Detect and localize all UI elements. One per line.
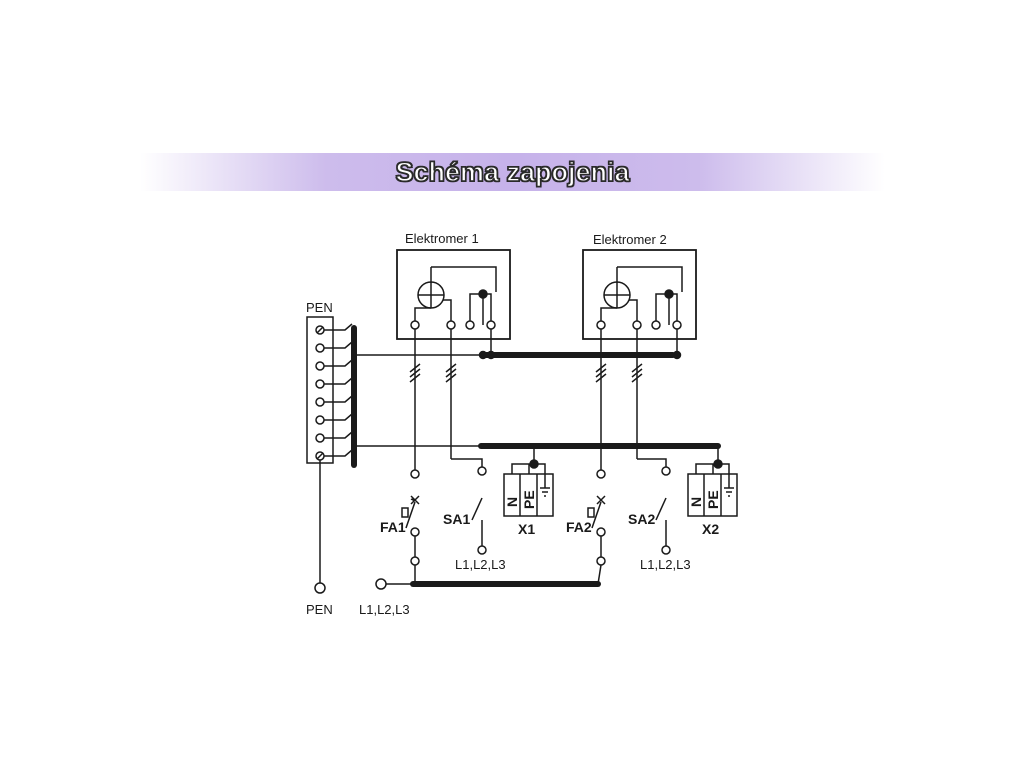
meter-1	[396, 249, 511, 340]
x2-pe-label: PE	[705, 490, 721, 509]
meter-2	[582, 249, 697, 340]
circuit-1	[401, 329, 554, 584]
title-band: Schéma zapojenia	[140, 153, 885, 191]
circuit-2	[587, 329, 738, 585]
busbars	[355, 329, 721, 590]
pen-terminal-block	[306, 316, 357, 594]
x2-n-label: N	[688, 497, 704, 507]
fa1-label: FA1	[380, 519, 406, 535]
sa2-label: SA2	[628, 511, 655, 527]
pen-top-label: PEN	[306, 300, 333, 315]
fa2-label: FA2	[566, 519, 592, 535]
sa2-phases-label: L1,L2,L3	[640, 557, 691, 572]
input-phases-label: L1,L2,L3	[359, 602, 410, 617]
x2-label: X2	[702, 521, 719, 537]
page-title: Schéma zapojenia	[395, 156, 630, 187]
sa1-label: SA1	[443, 511, 470, 527]
x1-label: X1	[518, 521, 535, 537]
x1-n-label: N	[504, 497, 520, 507]
diagram-labels: Elektromer 1 Elektromer 2 PEN PEN L1,L2,…	[306, 231, 721, 617]
x1-pe-label: PE	[521, 490, 537, 509]
meter-2-label: Elektromer 2	[593, 232, 667, 247]
pen-bottom-label: PEN	[306, 602, 333, 617]
sa1-phases-label: L1,L2,L3	[455, 557, 506, 572]
meter-1-label: Elektromer 1	[405, 231, 479, 246]
